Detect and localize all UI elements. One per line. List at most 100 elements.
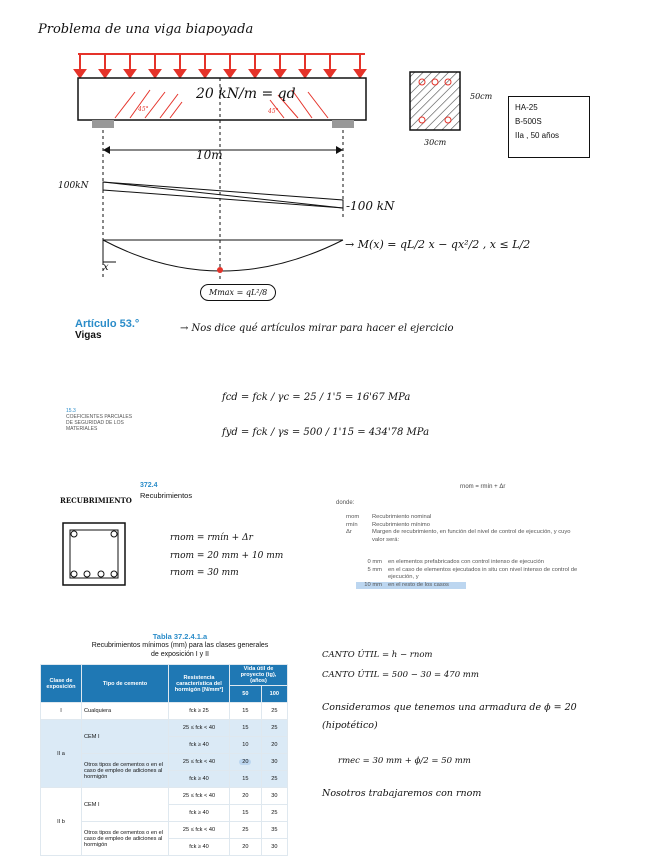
recub-section-number: 372.4 bbox=[140, 482, 158, 489]
span-label: 10m bbox=[196, 148, 223, 162]
table-cell: 20 bbox=[260, 736, 289, 754]
table-cell: Otros tipos de cementos o en el caso de … bbox=[81, 753, 169, 788]
table-header: Vida útil de proyecto (tg), (años) bbox=[229, 664, 288, 686]
note-consid-2: (hipotético) bbox=[322, 720, 378, 731]
note-rmec: rmec = 30 mm + ϕ/2 = 50 mm bbox=[338, 756, 471, 766]
option-text: en el resto de los casos bbox=[388, 581, 449, 588]
table-cell: 25 ≤ fck < 40 bbox=[168, 821, 230, 839]
material-concrete: HA-25 bbox=[515, 103, 538, 112]
table-cell: 15 bbox=[229, 702, 262, 720]
table-cell: 15 bbox=[229, 804, 262, 822]
table-cell: 30 bbox=[260, 787, 289, 805]
recub-formula: rnom = rmín + Δr bbox=[460, 484, 506, 490]
cross-section bbox=[409, 71, 461, 131]
recub-eq2: rnom = 20 mm + 10 mm bbox=[170, 551, 284, 561]
table-cell: 20 bbox=[229, 787, 262, 805]
def-text: Margen de recubrimiento, en función del … bbox=[372, 529, 571, 543]
option-value: 0 mm bbox=[367, 559, 383, 565]
table-row: I Cualquiera fck ≥ 25 15 25 bbox=[40, 702, 289, 720]
recub-eq1: rnom = rmín + Δr bbox=[170, 533, 253, 543]
table-header: Clase de exposición bbox=[40, 664, 82, 703]
table-subheader: 100 bbox=[260, 685, 289, 703]
option-value: 10 mm bbox=[364, 581, 382, 588]
moment-equation: → M(x) = qL/2 x − qx²/2 , x ≤ L/2 bbox=[345, 238, 531, 251]
material-exposure: IIa , 50 años bbox=[515, 131, 560, 140]
def-symbol: Δr bbox=[346, 529, 352, 535]
option-text: en el caso de elementos ejecutados in si… bbox=[388, 566, 578, 581]
table-cell: 25 bbox=[229, 821, 262, 839]
material-steel: B-500S bbox=[515, 117, 542, 126]
table-header: Resistencia característica del hormigón … bbox=[168, 664, 230, 703]
table-row: Otros tipos de cementos o en el caso de … bbox=[41, 821, 289, 856]
recub-def-row: rnom Recubrimiento nominal bbox=[346, 514, 578, 522]
recub-def-row: Δr Margen de recubrimiento, en función de… bbox=[346, 529, 578, 544]
table-cell: Cualquiera bbox=[81, 702, 169, 720]
moment-x-label: x bbox=[103, 262, 109, 273]
recub-option-row-highlighted: 10 mm en el resto de los casos bbox=[356, 581, 466, 589]
table-cell: 30 bbox=[260, 753, 289, 771]
table-cell: 15 bbox=[229, 770, 262, 788]
def-text: Recubrimiento mínimo bbox=[372, 521, 430, 528]
table-row: II a CEM I 25 ≤ fck < 40 15 25 bbox=[40, 719, 289, 788]
coef-label-line: MATERIALES bbox=[66, 426, 98, 432]
table-cell: 35 bbox=[260, 821, 289, 839]
def-symbol: rnom bbox=[346, 514, 360, 520]
table-cell: 25 bbox=[260, 770, 289, 788]
option-value: 5 mm bbox=[367, 566, 383, 573]
table-cell: fck ≥ 40 bbox=[168, 736, 230, 754]
articulo-heading: Artículo 53.° bbox=[75, 318, 140, 330]
recub-defs: rnom Recubrimiento nominal rmín Recubrimie… bbox=[346, 514, 578, 544]
table-cell: fck ≥ 40 bbox=[168, 838, 230, 856]
table-cell: 25 bbox=[260, 804, 289, 822]
table-cell: 25 ≤ fck < 40 bbox=[168, 753, 230, 771]
beam-diagram bbox=[73, 53, 367, 280]
table-cell: CEM I bbox=[81, 787, 169, 822]
fyd-equation: fyd = fck / γs = 500 / 1'15 = 434'78 MPa bbox=[222, 427, 430, 438]
coef-label: 15.3 COEFICIENTES PARCIALES DE SEGURIDAD… bbox=[66, 408, 132, 432]
page-title: Problema de una viga biapoyada bbox=[38, 22, 254, 37]
table-row: II b CEM I 25 ≤ fck < 40 20 30 bbox=[40, 787, 289, 856]
recubrimientos-table: Clase de exposición Tipo de cemento Resi… bbox=[40, 664, 289, 856]
coef-label-line: DE SEGURIDAD DE LOS bbox=[66, 420, 124, 426]
load-label: 20 kN/m = qd bbox=[196, 86, 296, 102]
def-symbol: rmín bbox=[346, 521, 358, 528]
fcd-equation: fcd = fck / γc = 25 / 1'5 = 16'67 MPa bbox=[222, 392, 411, 403]
angle-right: 45° bbox=[268, 108, 279, 115]
table-cell: fck ≥ 25 bbox=[168, 702, 230, 720]
table-cell: CEM I bbox=[81, 719, 169, 754]
table-cell-highlighted: 20 bbox=[239, 759, 252, 765]
table-cell: 30 bbox=[260, 838, 289, 856]
recub-eq3: rnom = 30 mm bbox=[170, 568, 239, 578]
materials-box: HA-25 B-500S IIa , 50 años bbox=[508, 96, 590, 158]
table-cell: 15 bbox=[229, 719, 262, 737]
note-final: Nosotros trabajaremos con rnom bbox=[322, 788, 482, 799]
table-cell: 25 bbox=[260, 702, 289, 720]
section-width: 30cm bbox=[424, 138, 447, 147]
table-row: fck ≥ 40 10 20 bbox=[41, 736, 289, 754]
recub-option-row: 5 mm en el caso de elementos ejecutados i… bbox=[356, 567, 578, 582]
recub-donde: donde: bbox=[336, 500, 355, 506]
tabla-title: Tabla 37.2.4.1.a bbox=[152, 632, 208, 641]
table-cell: 20 bbox=[229, 838, 262, 856]
angle-left: 45° bbox=[138, 106, 149, 113]
recub-section-drawing bbox=[62, 522, 126, 586]
table-cell: 25 ≤ fck < 40 bbox=[168, 787, 230, 805]
table-cell: II a bbox=[40, 719, 82, 788]
table-cell: Otros tipos de cementos o en el caso de … bbox=[81, 821, 169, 856]
table-cell: 25 bbox=[260, 719, 289, 737]
def-text: Recubrimiento nominal bbox=[372, 514, 432, 520]
articulo-sub: Vigas bbox=[75, 330, 102, 341]
table-cell: 25 ≤ fck < 40 bbox=[168, 719, 230, 737]
table-cell: I bbox=[40, 702, 82, 720]
tabla-subtitle1: Recubrimientos mínimos (mm) para las cla… bbox=[91, 642, 269, 649]
table-cell: II b bbox=[40, 787, 82, 856]
recub-section-title: Recubrimientos bbox=[140, 491, 193, 500]
table-cell: 10 bbox=[229, 736, 262, 754]
recub-label: RECUBRIMIENTO bbox=[60, 496, 132, 505]
shear-left: 100kN bbox=[58, 181, 89, 191]
recub-def-row: rmín Recubrimiento mínimo bbox=[346, 522, 578, 530]
note-canto-2: CANTO ÚTIL = 500 − 30 = 470 mm bbox=[322, 670, 479, 680]
table-header: Tipo de cemento bbox=[81, 664, 169, 703]
